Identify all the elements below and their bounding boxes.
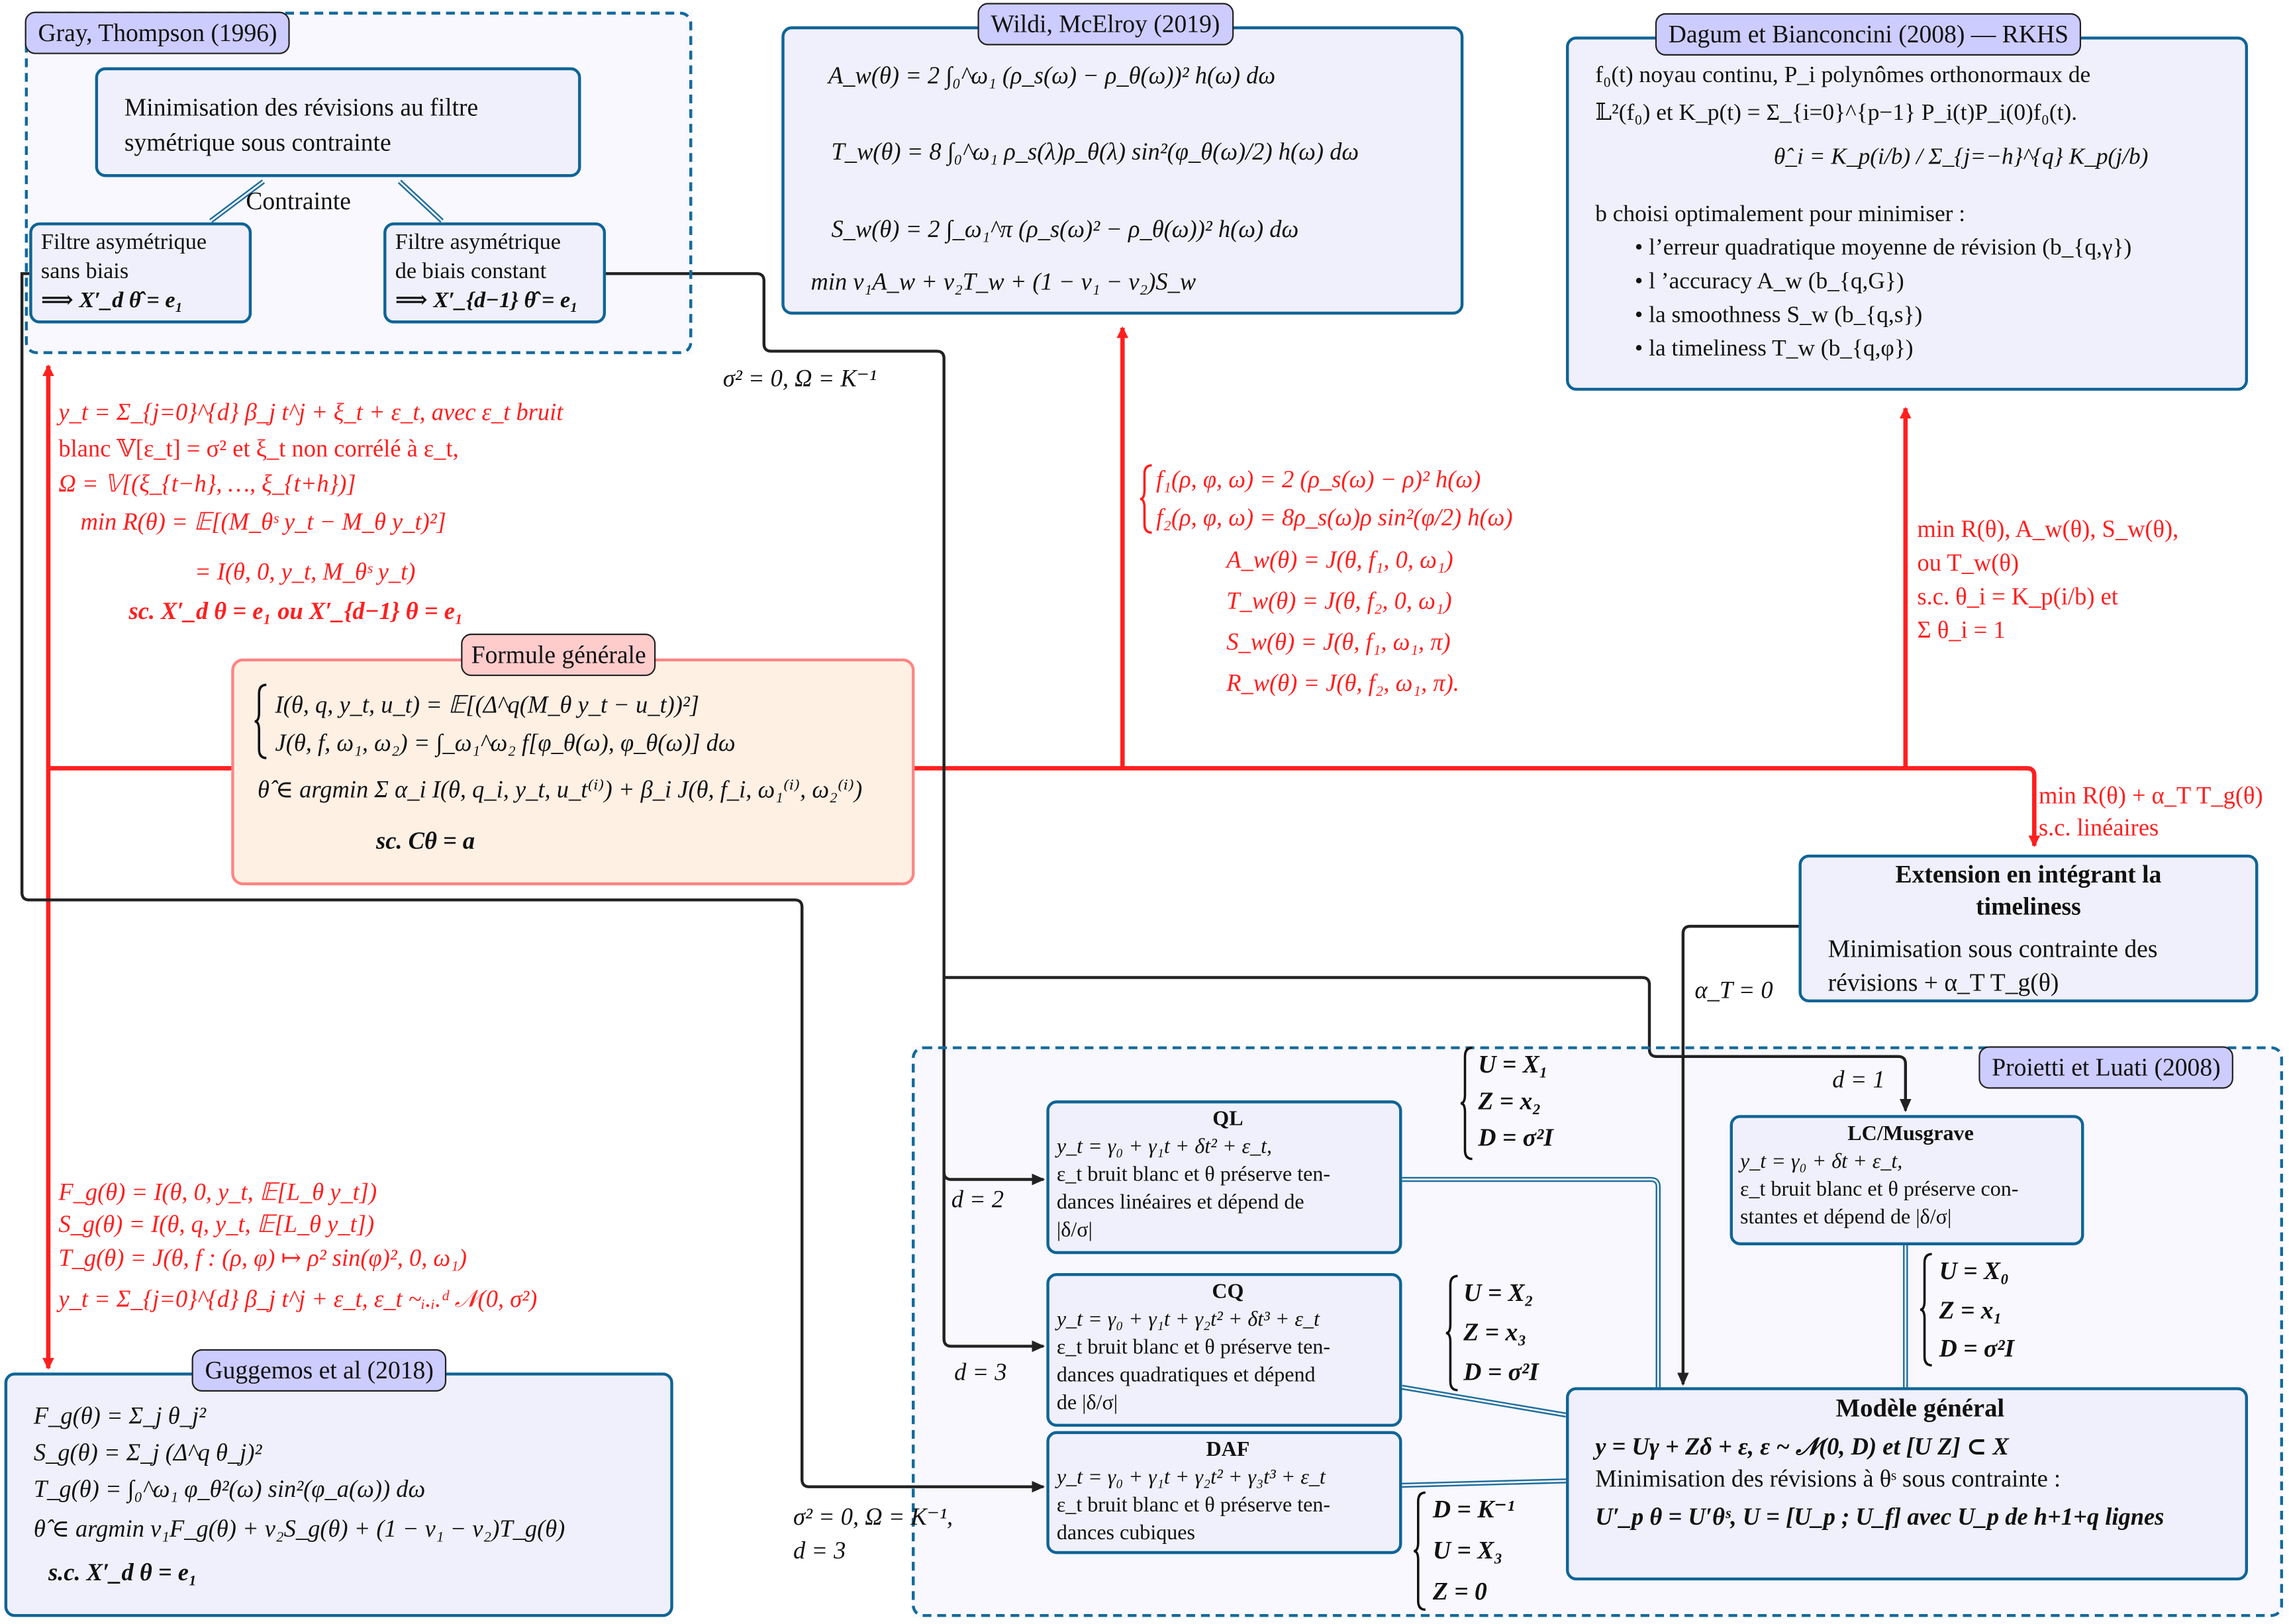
bullet-item: • l ’accuracy A_w (b_{q,G}) xyxy=(1634,269,1904,295)
daf-box: DAF y_t = γ₀ + γ₁t + γ₂t² + γ₃t³ + ε_t ε… xyxy=(1046,1431,1402,1554)
black-edge-d1 xyxy=(944,976,1912,1112)
gray-main-box: Minimisation des révisions au filtre sym… xyxy=(95,67,581,177)
dagum-bianconcini-label: Dagum et Bianconcini (2008) — RKHS xyxy=(1655,13,2082,56)
filter-constant-bias-box: Filtre asymétrique de biais constant ⟹ X… xyxy=(383,222,607,324)
edge-label-daf-1: σ² = 0, Ω = K⁻¹, xyxy=(793,1502,953,1531)
filter-unbiased-box: Filtre asymétrique sans biais ⟹ X′_d θ̂ … xyxy=(29,222,252,324)
gray-thompson-label: Gray, Thompson (1996) xyxy=(24,11,291,54)
proietti-luati-group xyxy=(912,1046,2284,1617)
general-formula-label: Formule générale xyxy=(461,634,657,677)
bullet-item: • la smoothness S_w (b_{q,s}) xyxy=(1634,303,1923,328)
black-edge-d2 xyxy=(942,1172,1046,1186)
black-edge-sans-biais xyxy=(20,272,1046,1493)
red-main-line xyxy=(48,766,2041,847)
general-formula-box: I(θ, q, y_t, u_t) = 𝔼[(Δ^q(M_θ y_t − u_t… xyxy=(231,658,915,886)
extension-timeliness-box: Extension en intégrant la timeliness Min… xyxy=(1798,854,2259,1003)
edge-label-d1: d = 1 xyxy=(1832,1065,1885,1094)
edge-label-alpha: α_T = 0 xyxy=(1694,976,1773,1004)
edge-label-sigma-omega: σ² = 0, Ω = K⁻¹ xyxy=(722,364,877,393)
lc-musgrave-box: LC/Musgrave y_t = γ₀ + δt + ε_t, ε_t bru… xyxy=(1729,1115,2084,1245)
wildi-mcelroy-label: Wildi, McElroy (2019) xyxy=(977,3,1234,46)
general-model-box: Modèle général y = Uγ + Zδ + ε, ε ~ 𝒩(0,… xyxy=(1566,1387,2249,1581)
wildi-mcelroy-box: A_w(θ) = 2 ∫₀^ω₁ (ρ_s(ω) − ρ_θ(ω))² h(ω)… xyxy=(781,26,1464,315)
guggemos-box: F_g(θ) = Σ_j θ_j² S_g(θ) = Σ_j (Δ^q θ_j)… xyxy=(4,1372,673,1617)
edge-label-d2: d = 2 xyxy=(951,1185,1004,1214)
black-edge-extension xyxy=(1677,924,1799,1386)
bullet-item: • l’erreur quadratique moyenne de révisi… xyxy=(1634,235,2132,261)
edge-label-d3: d = 3 xyxy=(954,1358,1007,1386)
constraint-label: Contrainte xyxy=(246,187,351,215)
bullet-item: • la timeliness T_w (b_{q,φ}) xyxy=(1634,336,1914,361)
black-edge-biais-constant xyxy=(604,272,1046,1353)
dagum-bianconcini-box: f₀(t) noyau continu, P_i polynômes ortho… xyxy=(1566,36,2249,391)
double-line-edges xyxy=(210,181,1907,1486)
guggemos-label: Guggemos et al (2018) xyxy=(191,1349,447,1392)
cq-box: CQ y_t = γ₀ + γ₁t + γ₂t² + δt³ + ε_t ε_t… xyxy=(1046,1272,1402,1427)
gray-thompson-group xyxy=(24,11,693,354)
edge-label-daf-2: d = 3 xyxy=(793,1536,846,1564)
proietti-luati-label: Proietti et Luati (2008) xyxy=(1978,1046,2234,1089)
ql-box: QL y_t = γ₀ + γ₁t + δt² + ε_t, ε_t bruit… xyxy=(1046,1100,1402,1255)
